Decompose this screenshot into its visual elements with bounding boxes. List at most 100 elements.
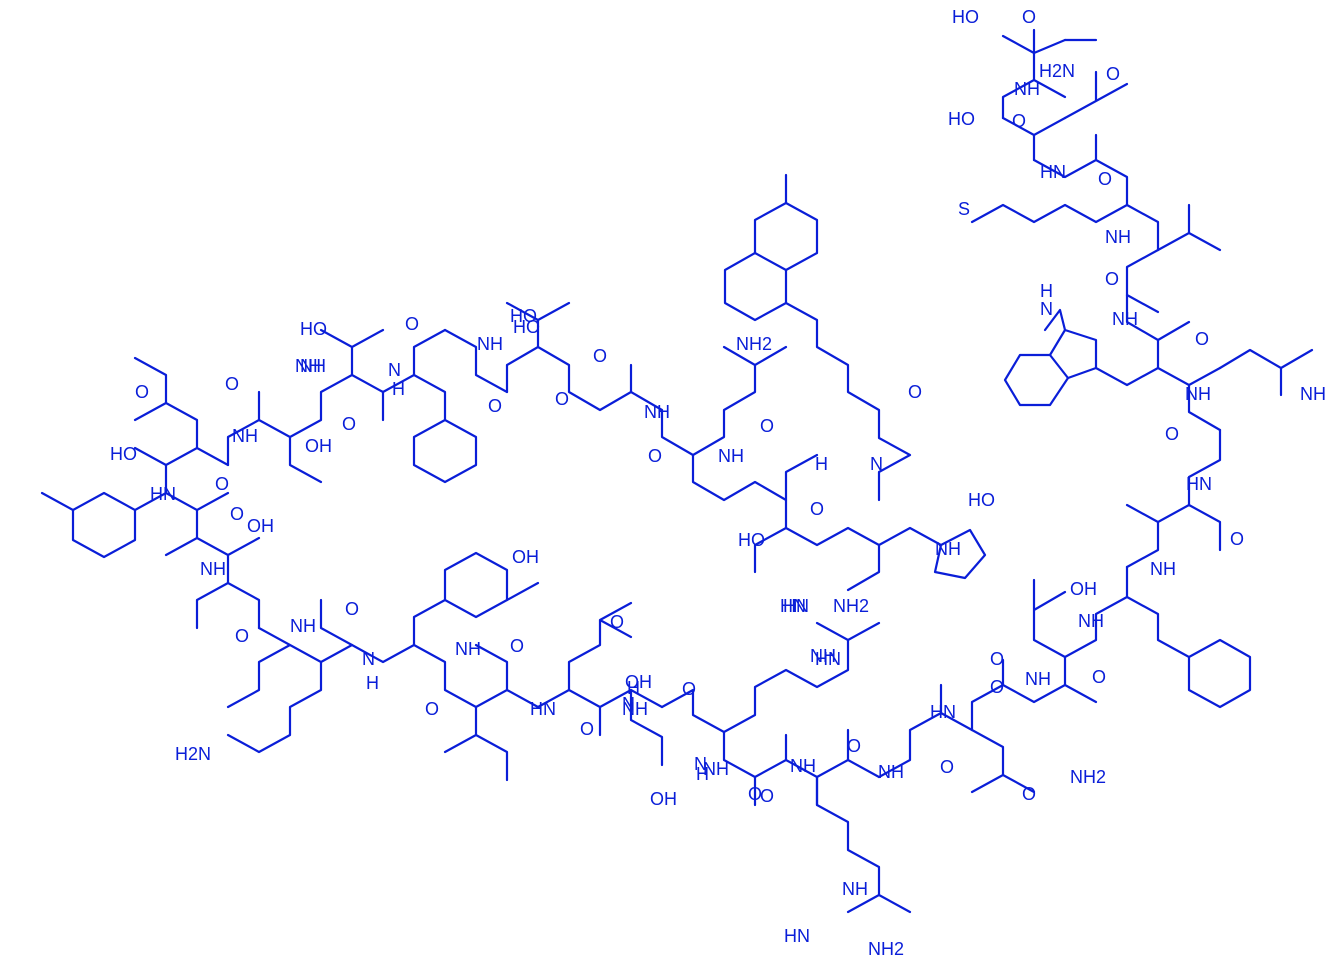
atom-label: O [488, 396, 502, 416]
atom-label: HN [150, 484, 176, 504]
atom-label: O [648, 446, 662, 466]
atom-label: O [1106, 64, 1120, 84]
atom-label: HN [783, 596, 809, 616]
atom-label: O [230, 504, 244, 524]
atom-label: HN [1040, 162, 1066, 182]
atom-label: NH2 [1070, 767, 1106, 787]
atom-label: O [1165, 424, 1179, 444]
atom-label: NH [810, 646, 836, 666]
atom-label: NH [1025, 669, 1051, 689]
atom-label: OH [625, 672, 652, 692]
atom-label: NH2 [868, 939, 904, 959]
atom-label: HO [738, 530, 765, 550]
atom-label: HO [968, 490, 995, 510]
atom-label: O [990, 649, 1004, 669]
atom-label: NH [878, 762, 904, 782]
atom-label: OH [305, 436, 332, 456]
atom-label: O [610, 612, 624, 632]
atom-label: N [694, 754, 707, 774]
atom-label: H [627, 678, 640, 698]
atom-label: O [940, 757, 954, 777]
atom-label: N [870, 454, 883, 474]
atom-label: N [622, 694, 635, 714]
atom-label: HN [815, 649, 841, 669]
atom-label: NH [644, 402, 670, 422]
atom-label: OH [512, 547, 539, 567]
atom-label: HO [513, 317, 540, 337]
atom-label: O [135, 382, 149, 402]
atom-label: N [362, 649, 375, 669]
atom-label: NH [477, 334, 503, 354]
atom-label: O [682, 679, 696, 699]
atom-label: HN [784, 926, 810, 946]
atom-label: NH2 [833, 596, 869, 616]
atom-label: NH [842, 879, 868, 899]
atom-label: HO [952, 7, 979, 27]
atom-label: H [392, 379, 405, 399]
atom-label: O [345, 599, 359, 619]
atom-label: O [510, 636, 524, 656]
atom-label: NH [455, 639, 481, 659]
atom-label: NH [1014, 79, 1040, 99]
atom-label: O [1022, 7, 1036, 27]
atom-label: NH [718, 446, 744, 466]
atom-label: H [366, 673, 379, 693]
atom-label: NH2 [736, 334, 772, 354]
atom-label: OH [650, 789, 677, 809]
atom-label: O [405, 314, 419, 334]
atom-label: NH [290, 616, 316, 636]
atom-label: O [1092, 667, 1106, 687]
atom-label: NH [1300, 384, 1325, 404]
atom-label: N [1040, 299, 1053, 319]
atom-label: NH [935, 539, 961, 559]
atom-label: OH [247, 516, 274, 536]
atom-label: NH [1105, 227, 1131, 247]
atom-label: O [555, 389, 569, 409]
atom-label: O [1195, 329, 1209, 349]
atom-label: OH [1070, 579, 1097, 599]
atom-label: O [1022, 784, 1036, 804]
atom-label: O [810, 499, 824, 519]
atom-label: O [593, 346, 607, 366]
atom-label: HN [930, 702, 956, 722]
atom-label: O [225, 374, 239, 394]
atom-label: H [696, 764, 709, 784]
atom-label: NH [300, 356, 326, 376]
atom-label: NH [790, 756, 816, 776]
atom-label: O [760, 416, 774, 436]
atom-label: O [1098, 169, 1112, 189]
atom-label: O [908, 382, 922, 402]
atom-label: NH [703, 759, 729, 779]
atom-label: O [760, 786, 774, 806]
atom-label: HN [1186, 474, 1212, 494]
atom-label: O [1012, 111, 1026, 131]
atom-label: N [388, 360, 401, 380]
atom-label: O [847, 736, 861, 756]
atom-label: S [958, 199, 970, 219]
atom-label: H2N [175, 744, 211, 764]
atom-label: O [235, 626, 249, 646]
atom-label: NH [622, 699, 648, 719]
atom-label: HO [510, 306, 537, 326]
atom-labels: HO O NH H2N O HO HN O S NH O NH O N H HO… [110, 7, 1325, 959]
atom-label: NH [1150, 559, 1176, 579]
atom-label: HN [530, 699, 556, 719]
atom-label: HN [780, 596, 806, 616]
atom-label: NH [295, 356, 321, 376]
atom-label: NH [232, 426, 258, 446]
atom-label: O [215, 474, 229, 494]
atom-label: O [1230, 529, 1244, 549]
atom-label: O [342, 414, 356, 434]
atom-label: O [1105, 269, 1119, 289]
atom-label: O [748, 784, 762, 804]
atom-label: HO [948, 109, 975, 129]
atom-label: HO [110, 444, 137, 464]
atom-label: O [425, 699, 439, 719]
atom-label: NH [1112, 309, 1138, 329]
atom-label: O [580, 719, 594, 739]
atom-label: O [990, 677, 1004, 697]
atom-label: H [1040, 281, 1053, 301]
atom-label: H [815, 454, 828, 474]
atom-label: HO [300, 319, 327, 339]
